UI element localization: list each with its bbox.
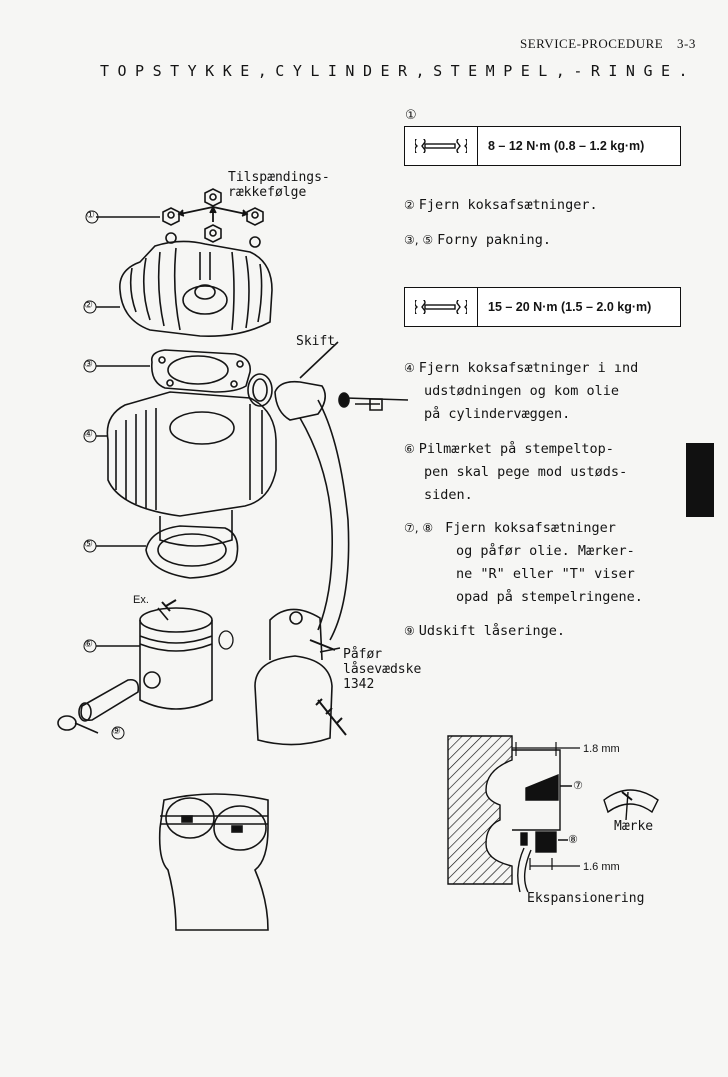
- expander-label: Ekspansionering: [527, 891, 645, 906]
- torque-value-1: 8 – 12 N·m (0.8 – 1.2 kg·m): [488, 139, 645, 153]
- torque-ref-1: ①: [405, 108, 417, 123]
- step-text: udstødningen og kom olie: [424, 383, 620, 399]
- mark-label: Mærke: [614, 819, 654, 834]
- step-number: ②: [404, 198, 415, 212]
- label-line: Tilspændings-: [228, 170, 330, 185]
- cylinder-head: [119, 232, 273, 338]
- step-text: Fjern koksafsætninger i ınd: [418, 360, 639, 376]
- torque-spec-2: 15 – 20 N·m (1.5 – 2.0 kg·m): [404, 287, 681, 327]
- page-header: SERVICE-PROCEDURE 3-3: [520, 36, 696, 52]
- piston-ring-view: [158, 793, 269, 931]
- page-number: 3-3: [677, 36, 696, 51]
- callout-4: ④: [84, 429, 93, 440]
- intake-pipe: [254, 608, 333, 746]
- top-gap-label: 1.8 mm: [583, 743, 620, 755]
- callout-1: ①: [86, 210, 95, 221]
- replace-label: Skift: [296, 334, 336, 349]
- label-line: 1342: [343, 677, 375, 692]
- apply-locker-label: Påfør låsevædske 1342: [343, 647, 421, 692]
- step-text: på cylindervæggen.: [424, 406, 571, 422]
- step-number: ④: [404, 361, 415, 375]
- torque-spec-1: 8 – 12 N·m (0.8 – 1.2 kg·m): [404, 126, 681, 166]
- label-line: rækkefølge: [228, 185, 307, 200]
- tightening-order-label: Tilspændings- rækkefølge: [228, 170, 330, 200]
- piston: [139, 599, 213, 710]
- base-gasket: [145, 525, 239, 579]
- ring-cross-section: [447, 735, 659, 893]
- callout-3: ③: [84, 359, 93, 370]
- head-gasket: [150, 349, 252, 393]
- step-text: Fjern koksafsætninger: [445, 520, 616, 536]
- section-name: SERVICE-PROCEDURE: [520, 36, 664, 51]
- label-line: låsevædske: [343, 662, 422, 677]
- ring-top-callout: ⑦: [573, 779, 583, 792]
- exhaust-mark-label: Ex.: [133, 594, 149, 606]
- piston-pin: [78, 678, 140, 722]
- step-text: Forny pakning.: [437, 232, 551, 248]
- page-title: TOPSTYKKE,CYLINDER,STEMPEL,-RINGE.: [100, 62, 697, 80]
- step-text: og påfør olie. Mærker-: [456, 543, 635, 559]
- step-text: Udskift låseringe.: [418, 623, 566, 639]
- step-text: siden.: [424, 487, 473, 503]
- wrench-icon: [405, 127, 478, 165]
- step-number: ⑨: [404, 624, 415, 638]
- chapter-tab-marker: [686, 443, 714, 517]
- exhaust-pipe: [247, 373, 383, 641]
- wrench-icon: [405, 288, 478, 326]
- step-number: ⑦, ⑧: [404, 521, 434, 535]
- callout-5: ⑤: [84, 539, 93, 550]
- bottom-gap-label: 1.6 mm: [583, 861, 620, 873]
- nut-icon: [162, 188, 264, 243]
- step-text: opad på stempelringene.: [456, 589, 643, 605]
- callout-2: ②: [84, 300, 93, 311]
- step-number: ⑥: [404, 442, 415, 456]
- torque-value-2: 15 – 20 N·m (1.5 – 2.0 kg·m): [488, 300, 652, 314]
- step-text: pen skal pege mod ustøds-: [424, 464, 628, 480]
- callout-6: ⑥: [84, 639, 93, 650]
- ring-bottom-callout: ⑧: [568, 833, 578, 846]
- step-number: ③, ⑤: [404, 233, 434, 247]
- step-text: ne "R" eller "T" viser: [456, 566, 635, 582]
- label-line: Påfør: [343, 647, 383, 662]
- step-7-8: ⑦, ⑧ Fjern koksafsætninger og påfør olie.…: [404, 517, 643, 609]
- step-text: Fjern koksafsætninger.: [418, 197, 598, 213]
- callout-9: ⑨: [112, 726, 121, 737]
- step-text: Pilmærket på stempeltop-: [418, 441, 614, 457]
- cylinder-block: [106, 391, 277, 547]
